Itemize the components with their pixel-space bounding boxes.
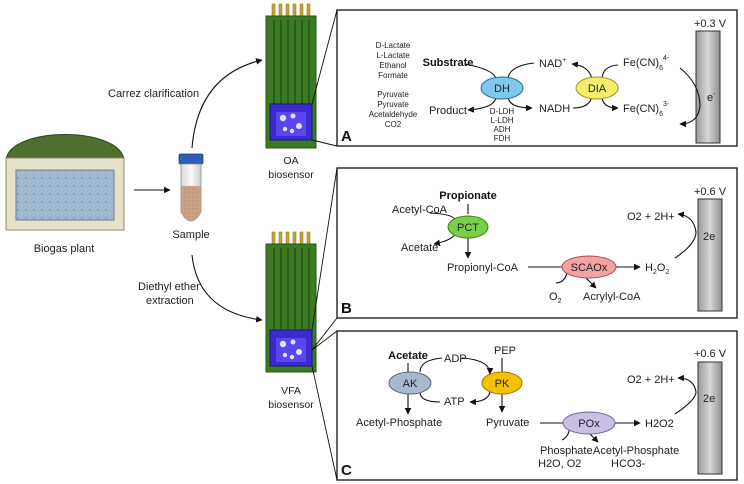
acetate-c-label: Acetate	[388, 350, 428, 362]
substrate-item: L-Lactate	[376, 51, 410, 60]
panel-b-2e: 2e	[703, 231, 715, 243]
panel-c-voltage: +0.6 V	[694, 348, 727, 360]
acetate-label: Acetate	[401, 242, 438, 254]
h2o2-c-label: H2O2	[645, 418, 674, 430]
sample-tube	[178, 153, 204, 222]
acetyl-phosphate2-label: Acetyl-Phosphate	[593, 445, 679, 457]
pk-enzyme	[481, 371, 523, 395]
panel-b-voltage: +0.6 V	[694, 186, 727, 198]
panel-c-electrode	[697, 361, 723, 475]
panel-a-product-list: Pyruvate Pyruvate Acetaldehyde CO2	[369, 90, 418, 129]
acetyl-phosphate-label: Acetyl-Phosphate	[356, 417, 442, 429]
pyruvate-label: Pyruvate	[486, 417, 529, 429]
atp-curve	[419, 391, 441, 403]
pox-label: POx	[578, 418, 600, 430]
acrylyl-arrow	[585, 277, 597, 289]
vfa-biosensor-chip	[265, 231, 317, 373]
pox-enzyme	[562, 411, 616, 435]
product-item: CO2	[385, 120, 402, 129]
product-item: Pyruvate	[377, 100, 409, 109]
enzyme-item: L-LDH	[490, 116, 513, 125]
panel-c-2e: 2e	[703, 393, 715, 405]
vfa-label-1: VFA	[281, 385, 301, 397]
panel-a-electron: e-	[707, 91, 716, 104]
substrate-item: D-Lactate	[376, 41, 411, 50]
substrate-label: Substrate	[423, 57, 474, 69]
oa-label-1: OA	[283, 155, 298, 167]
arrow-to-vfa	[191, 254, 263, 323]
propionyl-coa-label: Propionyl-CoA	[447, 262, 519, 274]
product-item: Acetaldehyde	[369, 110, 418, 119]
carrez-label: Carrez clarification	[108, 88, 199, 100]
panel-a-voltage: +0.3 V	[694, 18, 727, 30]
panel-a-electron-arrow	[679, 67, 701, 128]
panel-c	[336, 330, 738, 481]
hco3-label: HCO3-	[611, 458, 646, 470]
pct-label: PCT	[457, 222, 479, 234]
scaox-label: SCAOx	[571, 262, 608, 274]
atp-label: ATP	[444, 396, 465, 408]
acrylyl-label: Acrylyl-CoA	[583, 291, 641, 303]
h2o-o2-label: H2O, O2	[538, 458, 581, 470]
panel-b	[336, 167, 738, 319]
panel-a-electrode	[695, 30, 721, 144]
substrate-item: Formate	[378, 71, 408, 80]
adp-curve	[419, 357, 443, 373]
panel-c-letter: C	[341, 462, 352, 479]
pk-to-atp	[469, 391, 491, 406]
vfa-label-2: biosensor	[268, 399, 314, 411]
h2o2-label: H2O2	[645, 262, 669, 276]
biogas-plant	[5, 134, 125, 231]
dia-enzyme	[575, 76, 619, 100]
panel-b-electron-arrow	[674, 211, 697, 259]
oa-label-2: biosensor	[268, 169, 314, 181]
o2-2h-label: O2 + 2H+	[627, 211, 675, 223]
arrow-to-oa	[191, 58, 263, 149]
propionate-label: Propionate	[439, 190, 496, 202]
panel-a-letter: A	[341, 128, 352, 145]
sample-label: Sample	[172, 229, 209, 241]
panel-b-electrode	[697, 198, 723, 312]
panel-b-letter: B	[341, 300, 352, 317]
pct-enzyme	[447, 215, 489, 239]
panel-a-enzyme-list: D-LDH L-LDH ADH FDH	[490, 107, 515, 143]
panel-c-electron-arrow	[674, 374, 697, 415]
product-label: Product	[429, 105, 467, 117]
dia-label: DIA	[588, 83, 607, 95]
nad-label: NAD+	[539, 57, 566, 70]
enzyme-item: FDH	[494, 134, 511, 143]
o2-2h-c-label: O2 + 2H+	[627, 374, 675, 386]
product-item: Pyruvate	[377, 90, 409, 99]
ak-enzyme	[388, 371, 432, 395]
diethyl-label-2: extraction	[146, 295, 194, 307]
diethyl-label-1: Diethyl ether	[138, 281, 200, 293]
panel-connectors	[311, 9, 338, 481]
fe-ox-label: Fe(CN)64-	[623, 55, 670, 72]
oa-biosensor-chip	[265, 3, 317, 149]
scaox-enzyme	[561, 255, 617, 279]
dh-enzyme	[480, 76, 524, 100]
adp-label: ADP	[444, 353, 467, 365]
enzyme-item: D-LDH	[490, 107, 515, 116]
fe-red-label: Fe(CN)63-	[623, 101, 670, 118]
acetylp-arrow	[589, 433, 599, 443]
enzyme-item: ADH	[494, 125, 511, 134]
panel-a	[336, 9, 738, 147]
pep-label: PEP	[494, 345, 516, 357]
adp-to-pk	[461, 357, 494, 375]
pk-label: PK	[495, 378, 510, 390]
o2-label: O2	[549, 291, 562, 305]
substrate-item: Ethanol	[379, 61, 406, 70]
dh-label: DH	[494, 83, 510, 95]
panel-a-substrate-list: D-Lactate L-Lactate Ethanol Formate	[376, 41, 411, 80]
biogas-plant-label: Biogas plant	[34, 243, 95, 255]
ak-label: AK	[403, 378, 418, 390]
nadh-label: NADH	[539, 103, 570, 115]
phosphate-label: Phosphate	[540, 445, 593, 457]
